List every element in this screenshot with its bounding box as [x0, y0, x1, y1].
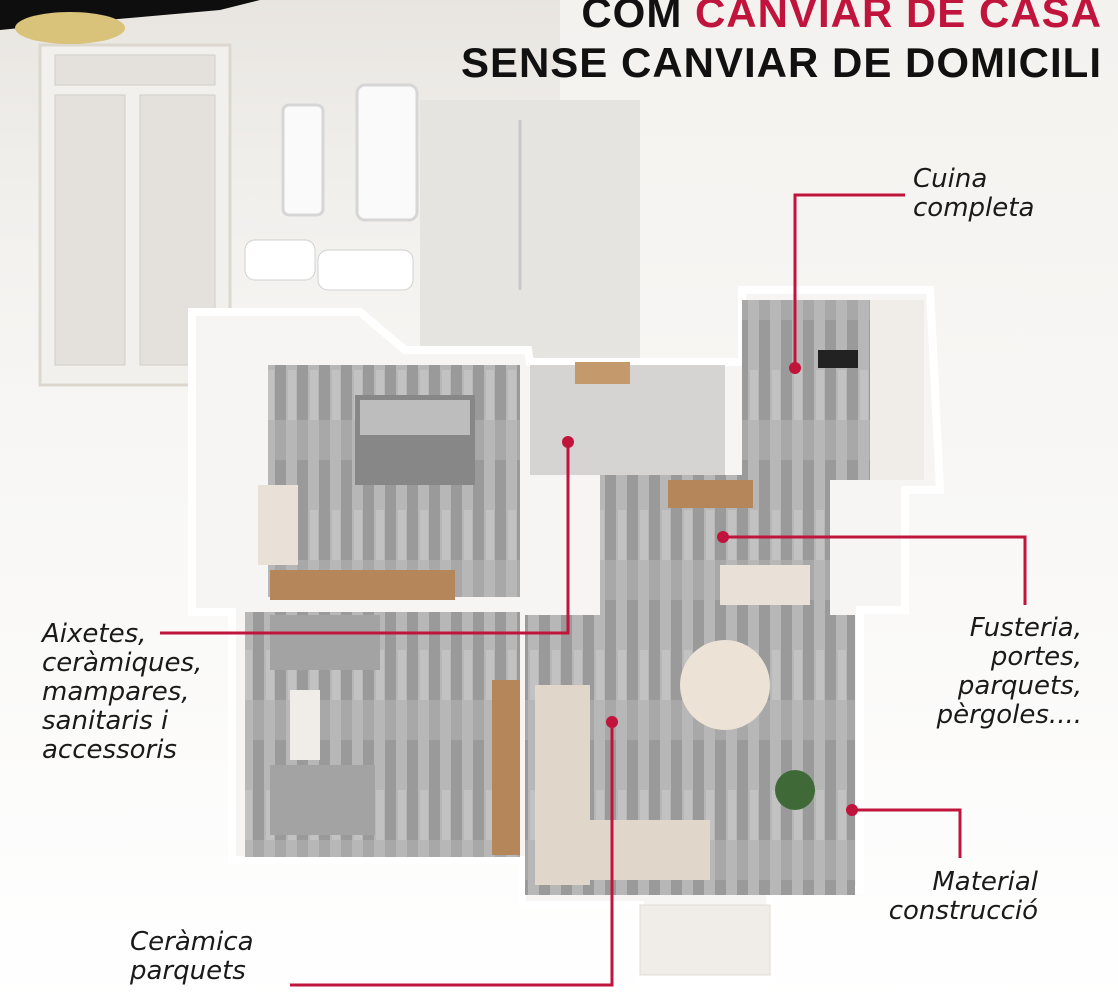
label-ceramica: Ceràmica parquets [130, 927, 254, 986]
pin-dot-icon [562, 436, 574, 448]
leader-lines [160, 193, 1027, 987]
pin-dot-icon [717, 531, 729, 543]
room-kitchen [742, 300, 924, 480]
headline: COM CANVIAR DE CASA SENSE CANVIAR DE DOM… [461, 0, 1102, 88]
pin-dot-icon [606, 716, 618, 728]
patterned-wall-tiles [420, 100, 640, 360]
mirror-right [355, 83, 419, 222]
label-aixetes: Aixetes, ceràmiques, mampares, sanitaris… [42, 619, 203, 765]
leader-aixetes [160, 445, 570, 635]
label-cuina: Cuina completa [913, 164, 1035, 223]
door-panel-left [38, 43, 232, 387]
leader-ceramica [290, 725, 614, 987]
headline-accent: CANVIAR DE CASA [694, 0, 1102, 36]
pin-dots [562, 362, 858, 816]
room-bathroom [530, 362, 725, 475]
headline-line1: COM CANVIAR DE CASA [461, 0, 1102, 38]
pin-dot-icon [789, 362, 801, 374]
washbasins [244, 239, 414, 291]
leader-cuina [793, 193, 905, 365]
label-fusteria: Fusteria, portes, parquets, pèrgoles.... [936, 613, 1082, 730]
room-hall [600, 475, 830, 615]
pin-dot-icon [846, 804, 858, 816]
balcony [639, 904, 771, 976]
leader-fusteria [723, 535, 1027, 605]
room-living [525, 615, 855, 895]
headline-line2: SENSE CANVIAR DE DOMICILI [460, 39, 1102, 86]
pendant-lamp-icon [0, 0, 260, 44]
label-material: Material construcció [888, 867, 1038, 926]
room-bedroom-bottom [245, 612, 520, 857]
room-bedroom-top [258, 365, 520, 600]
leader-material [852, 808, 962, 858]
mirror-left [281, 103, 325, 217]
